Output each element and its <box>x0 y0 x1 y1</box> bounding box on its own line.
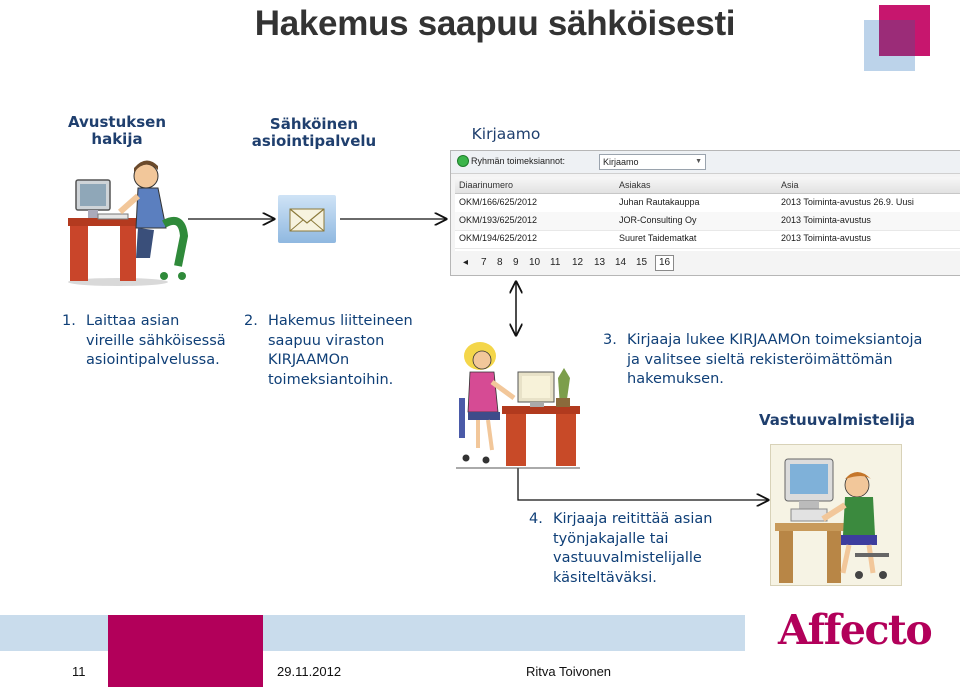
table-cell: JOR-Consulting Oy <box>619 215 697 225</box>
step-4-line: käsiteltäväksi. <box>553 569 657 586</box>
table-row[interactable]: OKM/166/625/2012 Juhan Rautakauppa 2013 … <box>455 194 960 213</box>
column-header[interactable]: Diaarinumero <box>459 180 514 190</box>
registry-app-window: Ryhmän toimeksiannot: Kirjaamo ▼ Diaarin… <box>450 150 960 276</box>
group-select[interactable]: Kirjaamo ▼ <box>599 154 706 170</box>
step-1-line: asiointipalvelussa. <box>86 352 220 368</box>
envelope-icon <box>278 195 336 243</box>
table-cell: OKM/193/625/2012 <box>459 215 538 225</box>
role-service-line2: asiointipalvelu <box>251 132 377 150</box>
step-1-line: vireille sähköisessä <box>86 332 226 349</box>
table-cell: 2013 Toiminta-avustus 26.9. Uusi <box>781 197 914 207</box>
page-link[interactable]: 9 <box>513 257 519 268</box>
step-4-number: 4. <box>529 511 543 527</box>
app-toolbar: Ryhmän toimeksiannot: Kirjaamo ▼ <box>451 151 960 174</box>
assignments-table: Diaarinumero Asiakas Asia OKM/166/625/20… <box>455 177 960 251</box>
column-header[interactable]: Asiakas <box>619 180 651 190</box>
footer-date: 29.11.2012 <box>277 664 342 679</box>
step-2: 2. Hakemus liitteineen saapuu viraston K… <box>244 312 434 392</box>
status-icon <box>457 155 469 167</box>
table-header: Diaarinumero Asiakas Asia <box>455 177 960 194</box>
current-page[interactable]: 16 <box>655 255 675 271</box>
table-cell: 2013 Toiminta-avustus <box>781 233 871 243</box>
applicant-illustration <box>68 160 188 286</box>
pagination: ◂ 7 8 9 10 11 12 13 14 15 16 <box>455 254 957 272</box>
page-link[interactable]: 10 <box>529 257 541 268</box>
step-4-line: vastuuvalmistelijalle <box>553 550 702 566</box>
role-service-line1: Sähköinen <box>269 115 359 133</box>
role-responsible: Vastuuvalmistelija <box>759 411 915 429</box>
brand-logo: Affecto <box>778 606 933 654</box>
role-service: Sähköinen asiointipalvelu <box>239 116 389 150</box>
column-header[interactable]: Asia <box>781 180 799 190</box>
step-2-line: Hakemus liitteineen <box>268 313 413 329</box>
slide-number: 11 <box>72 664 86 679</box>
responsible-illustration <box>770 444 902 586</box>
page-link[interactable]: 15 <box>636 257 648 268</box>
step-3-line: ja valitsee sieltä rekisteröimättömän <box>627 351 893 368</box>
page-link[interactable]: 8 <box>497 257 503 268</box>
step-2-number: 2. <box>244 313 258 329</box>
step-3: 3. Kirjaaja lukee KIRJAAMOn toimeksianto… <box>603 331 953 391</box>
page-link[interactable]: 13 <box>594 257 606 268</box>
table-cell: 2013 Toiminta-avustus <box>781 215 871 225</box>
step-4: 4. Kirjaaja reitittää asian työnjakajall… <box>529 510 759 590</box>
footer-author: Ritva Toivonen <box>526 664 612 679</box>
step-3-text: Kirjaaja lukee KIRJAAMOn toimeksiantoja … <box>627 331 922 390</box>
role-applicant-line2: hakija <box>91 130 143 148</box>
role-registry: Kirjaamo <box>471 125 541 143</box>
step-1-line: Laittaa asian <box>86 313 180 329</box>
role-applicant-line1: Avustuksen <box>67 113 167 131</box>
step-2-line: toimeksiantoihin. <box>268 371 394 388</box>
page-link[interactable]: 14 <box>615 257 627 268</box>
step-3-number: 3. <box>603 332 617 348</box>
chevron-down-icon: ▼ <box>695 158 702 165</box>
page-link[interactable]: 12 <box>572 257 584 268</box>
footer-accent <box>108 615 263 687</box>
step-4-line: Kirjaaja reitittää asian <box>553 511 713 527</box>
step-1-text: Laittaa asian vireille sähköisessä asioi… <box>86 312 226 371</box>
page-link[interactable]: 7 <box>481 257 487 268</box>
step-3-line: Kirjaaja lukee KIRJAAMOn toimeksiantoja <box>627 332 923 348</box>
step-4-text: Kirjaaja reitittää asian työnjakajalle t… <box>553 510 712 588</box>
group-label: Ryhmän toimeksiannot: <box>471 156 566 166</box>
step-1: 1. Laittaa asian vireille sähköisessä as… <box>62 312 242 372</box>
table-cell: Suuret Taidematkat <box>619 233 697 243</box>
page-link[interactable]: 11 <box>550 257 561 268</box>
step-2-line: KIRJAAMOn <box>268 352 350 368</box>
table-cell: OKM/194/625/2012 <box>459 233 538 243</box>
table-cell: Juhan Rautakauppa <box>619 197 700 207</box>
page-title: Hakemus saapuu sähköisesti <box>254 4 736 43</box>
step-3-line: hakemuksen. <box>627 371 724 387</box>
step-2-line: saapuu viraston <box>268 332 385 349</box>
group-select-value: Kirjaamo <box>603 157 639 167</box>
table-row[interactable]: OKM/194/625/2012 Suuret Taidematkat 2013… <box>455 230 960 249</box>
deco-square-overlap <box>879 20 915 56</box>
role-applicant: Avustuksen hakija <box>62 114 172 148</box>
step-2-text: Hakemus liitteineen saapuu viraston KIRJ… <box>268 312 413 390</box>
table-row[interactable]: OKM/193/625/2012 JOR-Consulting Oy 2013 … <box>455 212 960 231</box>
step-4-line: työnjakajalle tai <box>553 530 669 547</box>
registrar-illustration <box>456 342 580 469</box>
table-cell: OKM/166/625/2012 <box>459 197 538 207</box>
pager-prev-icon[interactable]: ◂ <box>463 257 469 268</box>
step-1-number: 1. <box>62 313 76 329</box>
